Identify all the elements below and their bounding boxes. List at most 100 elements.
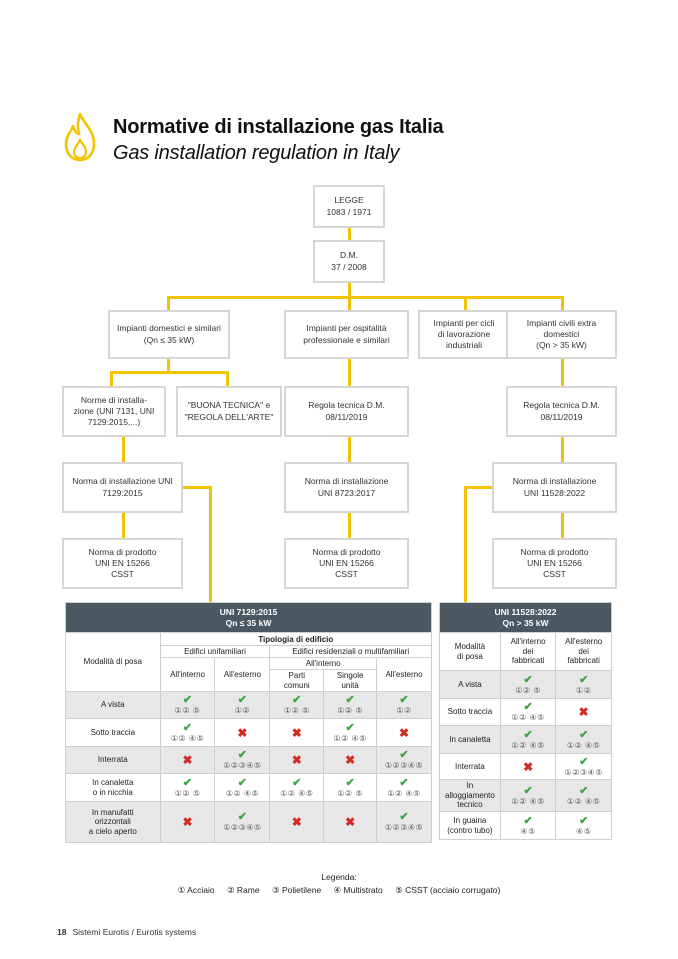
material-numbers: ①② ④⑤: [280, 788, 314, 798]
row-label: Sotto traccia: [65, 718, 161, 748]
table-row: Sotto traccia✔①② ④⑤✖✖✔①② ④⑤✖: [65, 718, 432, 748]
table-cell: ✔①② ⑤: [159, 773, 216, 803]
parti-comuni-header: Parti comuni: [269, 668, 325, 693]
connector-line: [464, 486, 467, 602]
connector-line: [348, 436, 351, 463]
check-icon: ✔: [579, 673, 589, 686]
connector-line: [122, 436, 125, 463]
material-numbers: ④⑤: [576, 826, 592, 836]
material-numbers: ①②: [234, 706, 251, 716]
footer-text: Sistemi Eurotis / Eurotis systems: [72, 927, 197, 937]
check-icon: ✔: [345, 776, 355, 789]
dm-box: D.M. 37 / 2008: [313, 240, 385, 283]
legge-box: LEGGE 1083 / 1971: [313, 185, 385, 228]
cross-icon: ✖: [345, 753, 356, 768]
material-numbers: ④⑤: [520, 826, 536, 836]
table-cell: ✔①②③④⑤: [376, 801, 432, 844]
material-numbers: ①② ④⑤: [387, 788, 421, 798]
table-cell: ✖: [269, 801, 325, 844]
connector-line: [167, 296, 170, 310]
connector-line: [348, 296, 351, 310]
connector-line: [167, 358, 170, 372]
table-cell: ✔①②③④⑤: [376, 746, 432, 775]
table-cell: ✔①② ⑤: [269, 691, 325, 720]
table-cell: ✔①② ④⑤: [499, 779, 557, 812]
check-icon: ✔: [399, 749, 409, 762]
esterno-fabbricati-header: All'esterno dei fabbricati: [555, 632, 612, 671]
row-label: A vista: [65, 691, 161, 720]
buona-tecnica-box: "BUONA TECNICA" e "REGOLA DELL'ARTE": [176, 386, 282, 437]
interno-header: All'interno: [269, 657, 378, 670]
esterno-header: All'esterno: [376, 656, 432, 693]
impianti-ospitalita-box: Impianti per ospitalità professionale e …: [284, 310, 409, 359]
connector-line: [348, 227, 351, 241]
table-cell: ✖: [323, 801, 378, 844]
singole-unita-header: Singole unità: [323, 668, 378, 693]
table-cell: ✔④⑤: [499, 811, 557, 840]
check-icon: ✔: [579, 728, 589, 741]
table-cell: ✔①② ④⑤: [376, 773, 432, 803]
material-numbers: ①②③④⑤: [384, 761, 424, 771]
table-cell: ✖: [555, 698, 612, 726]
connector-line: [348, 512, 351, 539]
norma-installazione-box: Norma di installazione UNI 11528:2022: [492, 462, 617, 513]
check-icon: ✔: [523, 728, 533, 741]
cross-icon: ✖: [291, 725, 302, 740]
cross-icon: ✖: [291, 815, 302, 830]
norma-prodotto-box: Norma di prodotto UNI EN 15266 CSST: [62, 538, 183, 589]
check-icon: ✔: [579, 784, 589, 797]
table-cell: ✖: [214, 718, 271, 748]
table-cell: ✔①② ④⑤: [269, 773, 325, 803]
check-icon: ✔: [292, 776, 302, 789]
legend-items: ① Acciaio ② Rame ③ Polietilene ④ Multist…: [0, 885, 678, 896]
cross-icon: ✖: [182, 815, 193, 830]
connector-line: [348, 358, 351, 387]
connector-line: [561, 436, 564, 463]
material-numbers: ①② ④⑤: [511, 796, 545, 806]
regola-tecnica-box: Regola tecnica D.M. 08/11/2019: [284, 386, 409, 437]
check-icon: ✔: [182, 694, 193, 707]
table-cell: ✖: [376, 718, 432, 748]
check-icon: ✔: [523, 784, 533, 797]
table-row: In canaletta✔①② ④⑤✔①② ④⑤: [439, 725, 612, 754]
check-icon: ✔: [345, 694, 355, 707]
row-label: Interrata: [439, 753, 501, 780]
check-icon: ✔: [399, 694, 409, 707]
check-icon: ✔: [579, 814, 589, 827]
material-numbers: ①② ④⑤: [511, 713, 545, 722]
legend-title: Legenda:: [321, 872, 357, 882]
table-cell: ✔①② ⑤: [323, 691, 378, 720]
table-row: A vista✔①② ⑤✔①②✔①② ⑤✔①② ⑤✔①②: [65, 691, 432, 720]
check-icon: ✔: [399, 811, 409, 824]
table-cell: ✔①② ④⑤: [499, 698, 557, 726]
check-icon: ✔: [399, 776, 409, 789]
row-label: In alloggiamento tecnico: [439, 779, 501, 812]
connector-line: [464, 296, 467, 310]
page-number: 18: [57, 927, 67, 937]
material-numbers: ①② ④⑤: [170, 733, 205, 743]
check-icon: ✔: [579, 755, 589, 768]
connector-line: [110, 371, 113, 387]
modalita-header: Modalità di posa: [439, 632, 501, 671]
row-label: In manufatti orizzontali a cielo aperto: [65, 801, 161, 844]
residenziali-header: Edifici residenziali o multifamiliari: [269, 645, 432, 658]
row-label: Sotto traccia: [439, 698, 501, 726]
table-cell: ✔①② ④⑤: [555, 725, 612, 754]
row-label: In guaina (contro tubo): [439, 811, 501, 840]
table-cell: ✔①②③④⑤: [555, 753, 612, 780]
table-row: A vista✔①② ⑤✔①②: [439, 670, 612, 699]
row-label: Interrata: [65, 746, 161, 775]
page-footer: 18 Sistemi Eurotis / Eurotis systems: [57, 927, 196, 937]
norma-installazione-box: Norma di installazione UNI 8723:2017: [284, 462, 409, 513]
impianti-domestici-box: Impianti domestici e similari (Qn ≤ 35 k…: [108, 310, 230, 359]
table-row: In canaletta o in nicchia✔①② ⑤✔①② ④⑤✔①② …: [65, 773, 432, 803]
legend-item: ⑤ CSST (acciaio corrugato): [395, 885, 501, 895]
interno-header: All'interno: [159, 656, 216, 693]
table-row: In manufatti orizzontali a cielo aperto ✖…: [65, 801, 432, 844]
check-icon: ✔: [237, 749, 248, 762]
check-icon: ✔: [292, 694, 302, 707]
